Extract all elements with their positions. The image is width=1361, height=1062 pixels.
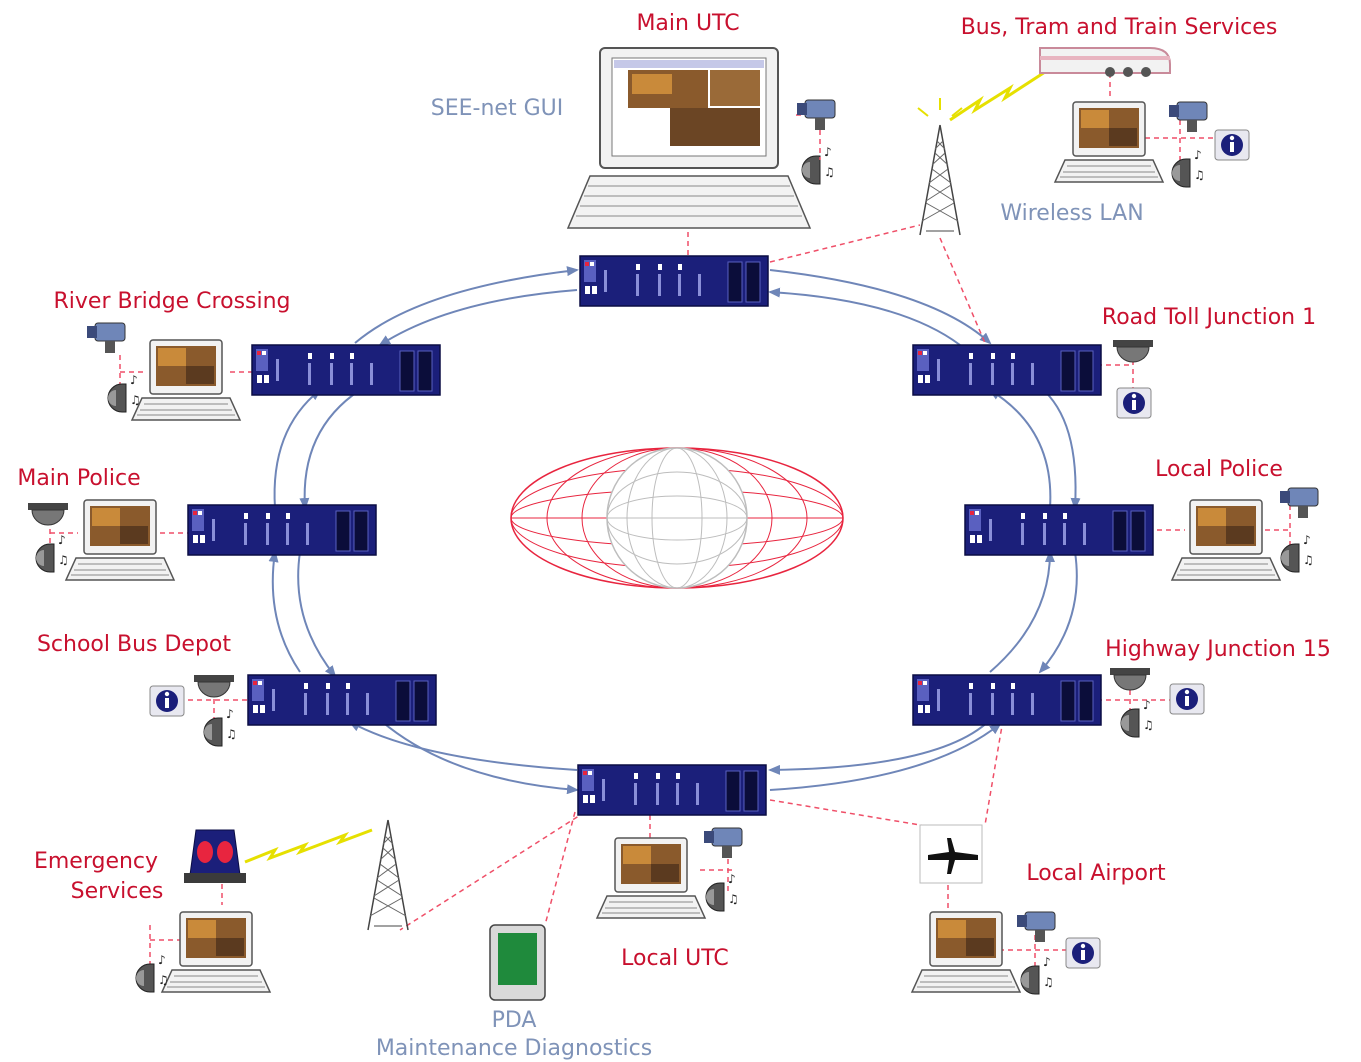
info-sign-icon xyxy=(1215,130,1249,160)
audio-speaker-icon xyxy=(706,872,739,911)
info-sign-icon xyxy=(1117,388,1151,418)
ptz-camera-icon xyxy=(1280,488,1318,518)
label-river-bridge: River Bridge Crossing xyxy=(53,289,290,314)
audio-speaker-icon xyxy=(36,533,69,572)
dome-camera-icon xyxy=(1113,340,1153,362)
audio-speaker-icon xyxy=(1281,533,1314,572)
laptop-icon xyxy=(597,838,705,918)
switch-school-bus xyxy=(248,675,436,725)
label-seenet-gui: SEE-net GUI xyxy=(431,96,563,121)
dome-camera-icon xyxy=(194,675,234,697)
switch-main-police xyxy=(188,505,376,555)
switch-local-utc xyxy=(578,765,766,815)
dome-camera-icon xyxy=(28,503,68,525)
info-sign-icon xyxy=(1170,684,1204,714)
label-emergency-line2: Services xyxy=(71,879,164,904)
switch-river-bridge xyxy=(252,345,440,395)
ptz-camera-icon xyxy=(87,323,125,353)
label-wireless-lan: Wireless LAN xyxy=(1000,201,1143,226)
ptz-camera-icon xyxy=(1169,102,1207,132)
audio-speaker-icon xyxy=(1172,148,1205,187)
ptz-camera-icon xyxy=(1017,912,1055,942)
label-highway-junction: Highway Junction 15 xyxy=(1105,637,1331,662)
switch-local-police xyxy=(965,505,1153,555)
switch-highway-junction xyxy=(913,675,1101,725)
laptop-icon xyxy=(1055,102,1163,182)
info-sign-icon xyxy=(1066,938,1100,968)
laptop-icon xyxy=(912,912,1020,992)
globe-icon xyxy=(511,448,843,588)
info-sign-icon xyxy=(150,686,184,716)
dome-camera-icon xyxy=(1110,668,1150,690)
label-emergency-line1: Emergency xyxy=(34,849,158,874)
audio-speaker-icon xyxy=(136,953,169,992)
label-school-bus: School Bus Depot xyxy=(37,632,231,657)
audio-speaker-icon xyxy=(802,145,835,184)
label-local-police: Local Police xyxy=(1155,457,1283,482)
radio-tower-icon xyxy=(920,125,960,235)
audio-speaker-icon xyxy=(1121,698,1154,737)
label-local-airport: Local Airport xyxy=(1026,861,1166,886)
radio-tower-icon xyxy=(368,820,408,930)
laptop-icon xyxy=(1172,500,1280,580)
pda-icon xyxy=(490,925,545,1000)
label-maintenance: Maintenance Diagnostics xyxy=(376,1036,652,1061)
audio-speaker-icon xyxy=(108,373,141,412)
label-pda: PDA xyxy=(492,1008,537,1033)
ptz-camera-icon xyxy=(704,828,742,858)
label-main-police: Main Police xyxy=(17,466,140,491)
ptz-camera-icon xyxy=(797,100,835,130)
audio-speaker-icon xyxy=(204,707,237,746)
laptop-icon xyxy=(66,500,174,580)
main-utc-computer-icon xyxy=(568,48,810,228)
label-bus-tram-train: Bus, Tram and Train Services xyxy=(961,15,1278,40)
label-local-utc: Local UTC xyxy=(621,946,729,971)
airplane-icon xyxy=(920,825,982,883)
switch-road-toll xyxy=(913,345,1101,395)
audio-speaker-icon xyxy=(1021,955,1054,994)
wireless-burst-icon xyxy=(918,98,962,116)
emergency-beacon-icon xyxy=(184,830,246,883)
label-road-toll: Road Toll Junction 1 xyxy=(1102,305,1316,330)
laptop-icon xyxy=(132,340,240,420)
laptop-icon xyxy=(162,912,270,992)
train-icon xyxy=(1040,48,1170,77)
label-main-utc: Main UTC xyxy=(636,11,739,36)
switch-main-utc xyxy=(580,256,768,306)
